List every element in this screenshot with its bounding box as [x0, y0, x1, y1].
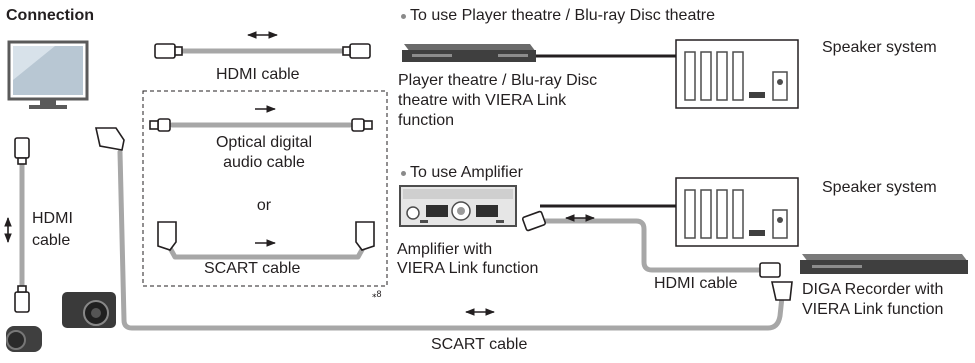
hdmi-cable-left-label-1: HDMI	[32, 210, 73, 227]
scart-cable-bottom	[117, 149, 785, 331]
recorder-label-1: DIGA Recorder with	[802, 281, 944, 298]
bullet-player	[401, 14, 406, 19]
hdmi-cable-recorder	[543, 218, 763, 273]
amplifier-illustration	[399, 185, 517, 227]
scart-plug-recorder	[771, 281, 793, 301]
scart-plug-tv	[95, 127, 125, 151]
hdmi-cable-top-label: HDMI cable	[216, 66, 300, 83]
speaker-system-label-top: Speaker system	[822, 39, 937, 56]
speaker-system-label-amp: Speaker system	[822, 179, 937, 196]
scart-plug-left-option	[157, 221, 177, 251]
player-theatre-illustration	[402, 44, 536, 62]
player-device-label-2: theatre with VIERA Link	[398, 92, 567, 109]
optional-connection-box	[142, 90, 388, 287]
player-theatre-title: To use Player theatre / Blu-ray Disc the…	[410, 7, 716, 24]
optical-cable-label-1: Optical digital	[215, 134, 313, 151]
speaker-system-amp	[675, 177, 799, 247]
hdmi-cable-recorder-label: HDMI cable	[654, 275, 738, 292]
hdmi-plug-amp	[521, 210, 547, 232]
scart-cable-bottom-label: SCART cable	[431, 336, 528, 353]
optical-cable-label-2: audio cable	[223, 154, 305, 171]
optical-plug-left	[157, 118, 171, 132]
hdmi-plug-tv-top	[154, 43, 176, 59]
player-device-label-1: Player theatre / Blu-ray Disc	[398, 72, 598, 89]
speaker-system-top	[675, 39, 799, 109]
scart-option-cable	[167, 245, 366, 260]
amplifier-device-label-2: VIERA Link function	[397, 260, 539, 277]
camcorder-illustration	[6, 326, 42, 352]
or-label: or	[256, 197, 272, 214]
amplifier-device-label-1: Amplifier with	[397, 241, 493, 258]
diga-recorder-illustration	[800, 254, 968, 274]
optical-plug-right	[351, 118, 365, 132]
hdmi-plug-recorder	[759, 262, 781, 278]
hdmi-plug-left-top	[14, 137, 30, 159]
bullet-amplifier	[401, 171, 406, 176]
footnote-marker: ⁎8	[372, 289, 382, 299]
hdmi-cable-left-label-2: cable	[32, 232, 71, 249]
hdmi-plug-left-bottom	[14, 291, 30, 313]
amplifier-title: To use Amplifier	[410, 164, 523, 181]
connection-heading: Connection	[6, 7, 94, 24]
tv-illustration	[7, 40, 89, 109]
scart-plug-right-option	[355, 221, 375, 251]
scart-option-label: SCART cable	[204, 260, 301, 277]
player-device-label-3: function	[398, 112, 455, 129]
hdmi-plug-right-top	[349, 43, 371, 59]
digital-camera-illustration	[62, 292, 116, 328]
recorder-label-2: VIERA Link function	[802, 301, 944, 318]
